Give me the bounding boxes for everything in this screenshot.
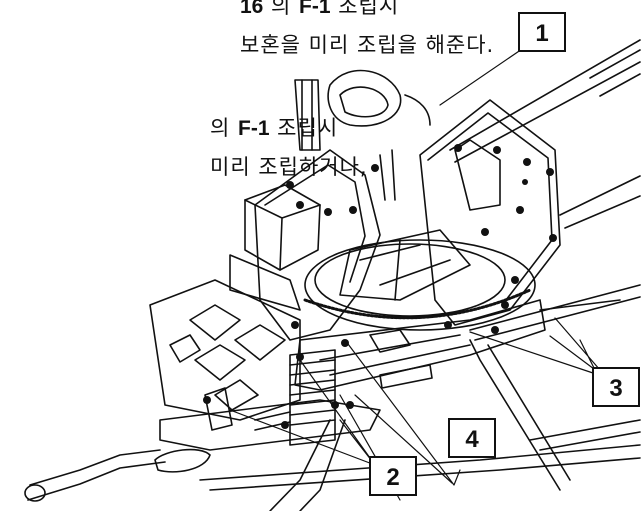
callout-4: 4 [448,418,496,458]
step-number: 16 [240,0,264,18]
text-line-1: 16 의 F-1 조립시 [240,0,399,19]
text-particle: 의 [263,0,300,18]
text-particle: 의 [210,116,238,140]
text-line-2: 보혼을 미리 조립을 해준다. [240,33,495,57]
callout-1: 1 [518,12,566,52]
part-code: F-1 [238,117,270,140]
callout-2: 2 [369,456,417,496]
callout-3: 3 [592,367,640,407]
text-line-4: 미리 조립하거나, [210,155,368,179]
part-code: F-1 [299,0,331,18]
text-phrase: 조립시 [330,0,400,18]
text-phrase: 조립시 [269,116,339,140]
text-line-3: 의 F-1 조립시 [210,116,338,141]
